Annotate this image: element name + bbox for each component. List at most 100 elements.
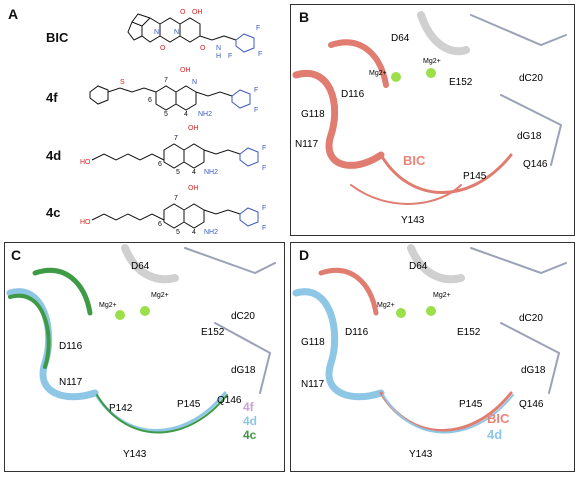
b-dc20: dC20	[519, 73, 543, 84]
d-dg18: dG18	[521, 365, 546, 376]
panel-b: B D64 Mg2+ Mg2+ E152 dC20 G118 D116 N117…	[290, 4, 575, 236]
b-mg2: Mg2+	[423, 58, 441, 65]
4f-num7: 7	[164, 77, 168, 84]
c-e152: E152	[201, 327, 225, 338]
d-atom-6: 6	[395, 352, 400, 361]
bic-oxo-o: O	[180, 9, 186, 16]
bic-n2: N	[174, 29, 179, 36]
c-d116: D116	[59, 341, 83, 352]
b-e152: E152	[449, 77, 473, 88]
d-p145: P145	[459, 399, 483, 410]
c-dc20: dC20	[231, 311, 255, 322]
d-q146: Q146	[519, 399, 544, 410]
b-ligand-label: BIC	[403, 153, 426, 168]
4f-num5: 5	[164, 111, 168, 118]
panel-a: A BIC 4f 4d 4c O OH N N O O N H F F F	[0, 0, 284, 241]
c-dg18: dG18	[231, 365, 256, 376]
d-y143: Y143	[409, 449, 433, 460]
panel-d: D D64 Mg2+ Mg2+ E152 dC20 G118 D116 N117…	[290, 242, 575, 472]
4c-f2: F	[262, 225, 266, 232]
d-mg1: Mg2+	[377, 302, 395, 309]
compound-4c-name: 4c	[46, 205, 61, 220]
4f-f1: F	[254, 87, 258, 94]
d-legend-4d: 4d	[487, 427, 502, 442]
d-mg2: Mg2+	[433, 292, 451, 299]
4d-ho: HO	[80, 159, 91, 166]
d-e152: E152	[457, 327, 481, 338]
panel-a-letter: A	[8, 6, 19, 22]
d-d116: D116	[345, 327, 369, 338]
4d-f2: F	[262, 165, 266, 172]
4f-num4: 4	[184, 111, 188, 118]
c-mg1: Mg2+	[99, 302, 117, 309]
b-q146: Q146	[523, 159, 548, 170]
4d-nh2: NH2	[204, 169, 218, 176]
4c-nh2: NH2	[204, 229, 218, 236]
panel-d-letter: D	[299, 247, 310, 263]
panel-c-structure: D64 Mg2+ Mg2+ E152 dC20 D116 N117 dG18 Q…	[6, 244, 276, 460]
4c-oh: OH	[188, 185, 199, 192]
panel-b-letter: B	[299, 9, 310, 25]
b-mg1: Mg2+	[369, 70, 387, 77]
d-g118: G118	[301, 337, 325, 348]
b-dg18: dG18	[517, 131, 542, 142]
compound-4f-name: 4f	[46, 90, 58, 105]
c-n117: N117	[59, 377, 83, 388]
bic-n1: N	[154, 29, 159, 36]
d-legend-bic: BIC	[487, 411, 510, 426]
d-d64: D64	[409, 261, 428, 272]
c-legend-4d: 4d	[243, 414, 257, 428]
4c-ho: HO	[80, 219, 91, 226]
4f-n: N	[192, 79, 197, 86]
4f-num6: 6	[148, 97, 152, 104]
4c-num4: 4	[192, 229, 196, 236]
b-y143: Y143	[401, 215, 425, 226]
4c-f1: F	[262, 205, 266, 212]
4c-structure: HO OH 7 6 5 4 NH2 F F	[80, 185, 266, 236]
4c-num5: 5	[176, 229, 180, 236]
compound-bic-name: BIC	[46, 30, 69, 45]
c-y143: Y143	[123, 449, 147, 460]
d-atom-7: 7	[389, 336, 394, 345]
4f-oh: OH	[180, 67, 191, 74]
bic-structure: O OH N N O O N H F F F	[127, 9, 262, 60]
panel-c-letter: C	[11, 247, 22, 263]
panel-b-structure: D64 Mg2+ Mg2+ E152 dC20 G118 D116 N117 d…	[292, 11, 567, 226]
4d-num5: 5	[176, 169, 180, 176]
4f-s: S	[120, 79, 125, 86]
bic-o3: O	[200, 45, 206, 52]
4f-nh2: NH2	[198, 111, 212, 118]
4f-structure: S OH 7 6 5 4 N NH2 F F	[89, 67, 258, 118]
d-dc20: dC20	[519, 313, 543, 324]
c-legend-4c: 4c	[243, 428, 257, 442]
bic-oh: OH	[192, 9, 203, 16]
4d-structure: HO OH 7 6 5 4 NH2 F F	[80, 125, 266, 176]
bic-o2: O	[160, 45, 166, 52]
b-n117: N117	[295, 139, 319, 150]
b-p145: P145	[463, 171, 487, 182]
c-q146: Q146	[217, 395, 242, 406]
4d-f1: F	[262, 145, 266, 152]
c-legend-4f: 4f	[243, 400, 255, 414]
4c-num7: 7	[174, 195, 178, 202]
bic-nh-n: N	[216, 45, 221, 52]
bic-f1: F	[256, 25, 260, 32]
4d-oh: OH	[188, 125, 199, 132]
c-p145: P145	[177, 399, 201, 410]
bic-f2: F	[258, 51, 262, 58]
b-d116: D116	[341, 89, 365, 100]
c-p142: P142	[109, 403, 133, 414]
b-d64: D64	[391, 33, 410, 44]
4d-num6: 6	[158, 161, 162, 168]
panel-d-structure: D64 Mg2+ Mg2+ E152 dC20 G118 D116 N117 d…	[292, 244, 567, 460]
bic-nh-h: H	[216, 53, 221, 60]
c-d64: D64	[131, 261, 150, 272]
c-mg2: Mg2+	[151, 292, 169, 299]
4f-f2: F	[254, 107, 258, 114]
4d-num4: 4	[192, 169, 196, 176]
d-atom-4: 4	[441, 348, 446, 357]
4c-num6: 6	[158, 221, 162, 228]
d-n117: N117	[301, 379, 325, 390]
panel-c: C D64 Mg2+ Mg2+ E152 dC20 D116 N117 dG18…	[4, 242, 285, 472]
compound-4d-name: 4d	[46, 148, 62, 163]
